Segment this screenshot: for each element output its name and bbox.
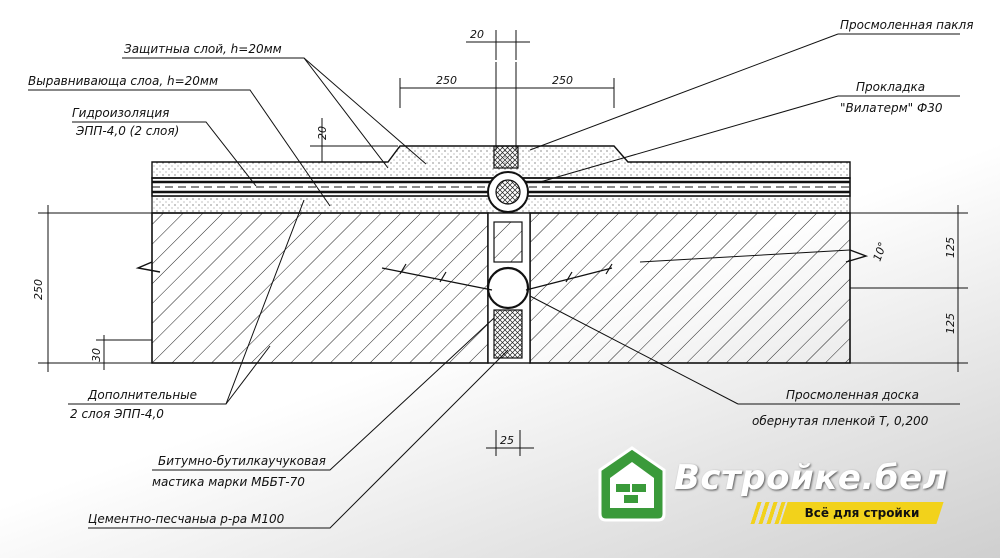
mortar-fill (493, 309, 523, 359)
label-mortar: Цементно-песчаныа р-ра М100 (88, 512, 285, 526)
label-waterproofing: Гидроизоляция (72, 106, 169, 120)
dim-text-right-top: 125 (944, 237, 957, 258)
dim-layer (310, 118, 398, 162)
tarred-board-tube (486, 266, 530, 310)
brand-tagline: Всё для стройки (804, 506, 920, 520)
label-gasket: Прокладка (856, 80, 925, 94)
reinforcement-lines (381, 267, 613, 291)
label-waterproofing-spec: ЭПП-4,0 (2 слоя) (75, 124, 179, 138)
dim-width-top (399, 62, 615, 150)
leader-lines (28, 33, 960, 529)
break-line-right (845, 249, 869, 263)
label-tarred-board: Просмоленная доска (786, 388, 919, 402)
label-leveling-layer: Выравнивающа слоа, h=20мм (28, 74, 218, 88)
label-gasket-spec: "Вилатерм" Ф30 (840, 101, 943, 115)
label-additional-spec: 2 слоя ЭПП-4,0 (70, 407, 164, 421)
brand-logo: Встройке.бел Всё для стройки (596, 444, 976, 526)
label-tarred-board-spec: обернутая пленкой Т, 0,200 (752, 414, 929, 428)
concrete-slab-left (151, 212, 489, 364)
dim-text-angle: 10° (871, 240, 890, 263)
dim-gap-bottom (486, 430, 534, 456)
tarred-tow (493, 145, 519, 169)
label-additional-layers: Дополнительные (87, 388, 197, 402)
dim-height-left (38, 205, 152, 372)
brand-name: Встройке.бел (674, 458, 949, 498)
break-line-left (135, 261, 161, 273)
label-tarred-tow: Просмоленная пакля (840, 18, 973, 32)
dim-text-right-bottom: 125 (944, 313, 957, 334)
brand-tagline-box: Всё для стройки (780, 502, 944, 524)
dim-height-right (850, 205, 968, 372)
dim-text-left-width: 250 (436, 74, 457, 87)
concrete-slab-right (529, 212, 851, 364)
label-mastic: Битумно-бутилкаучуковая (158, 454, 326, 468)
label-protective-layer: Защитныа слой, h=20мм (124, 42, 282, 56)
dim-text-gap-top: 20 (470, 28, 484, 41)
dim-text-gap-bottom: 25 (500, 434, 514, 447)
label-mastic-spec: мастика марки МББТ-70 (152, 475, 305, 489)
dim-text-right-width: 250 (552, 74, 573, 87)
house-icon (598, 446, 666, 522)
mastic-fill (493, 221, 523, 263)
dim-text-total-height: 250 (32, 279, 45, 300)
dim-text-layer: 20 (316, 126, 329, 140)
dim-gap-top (466, 30, 530, 60)
dim-text-bottom-offset: 30 (90, 348, 103, 362)
